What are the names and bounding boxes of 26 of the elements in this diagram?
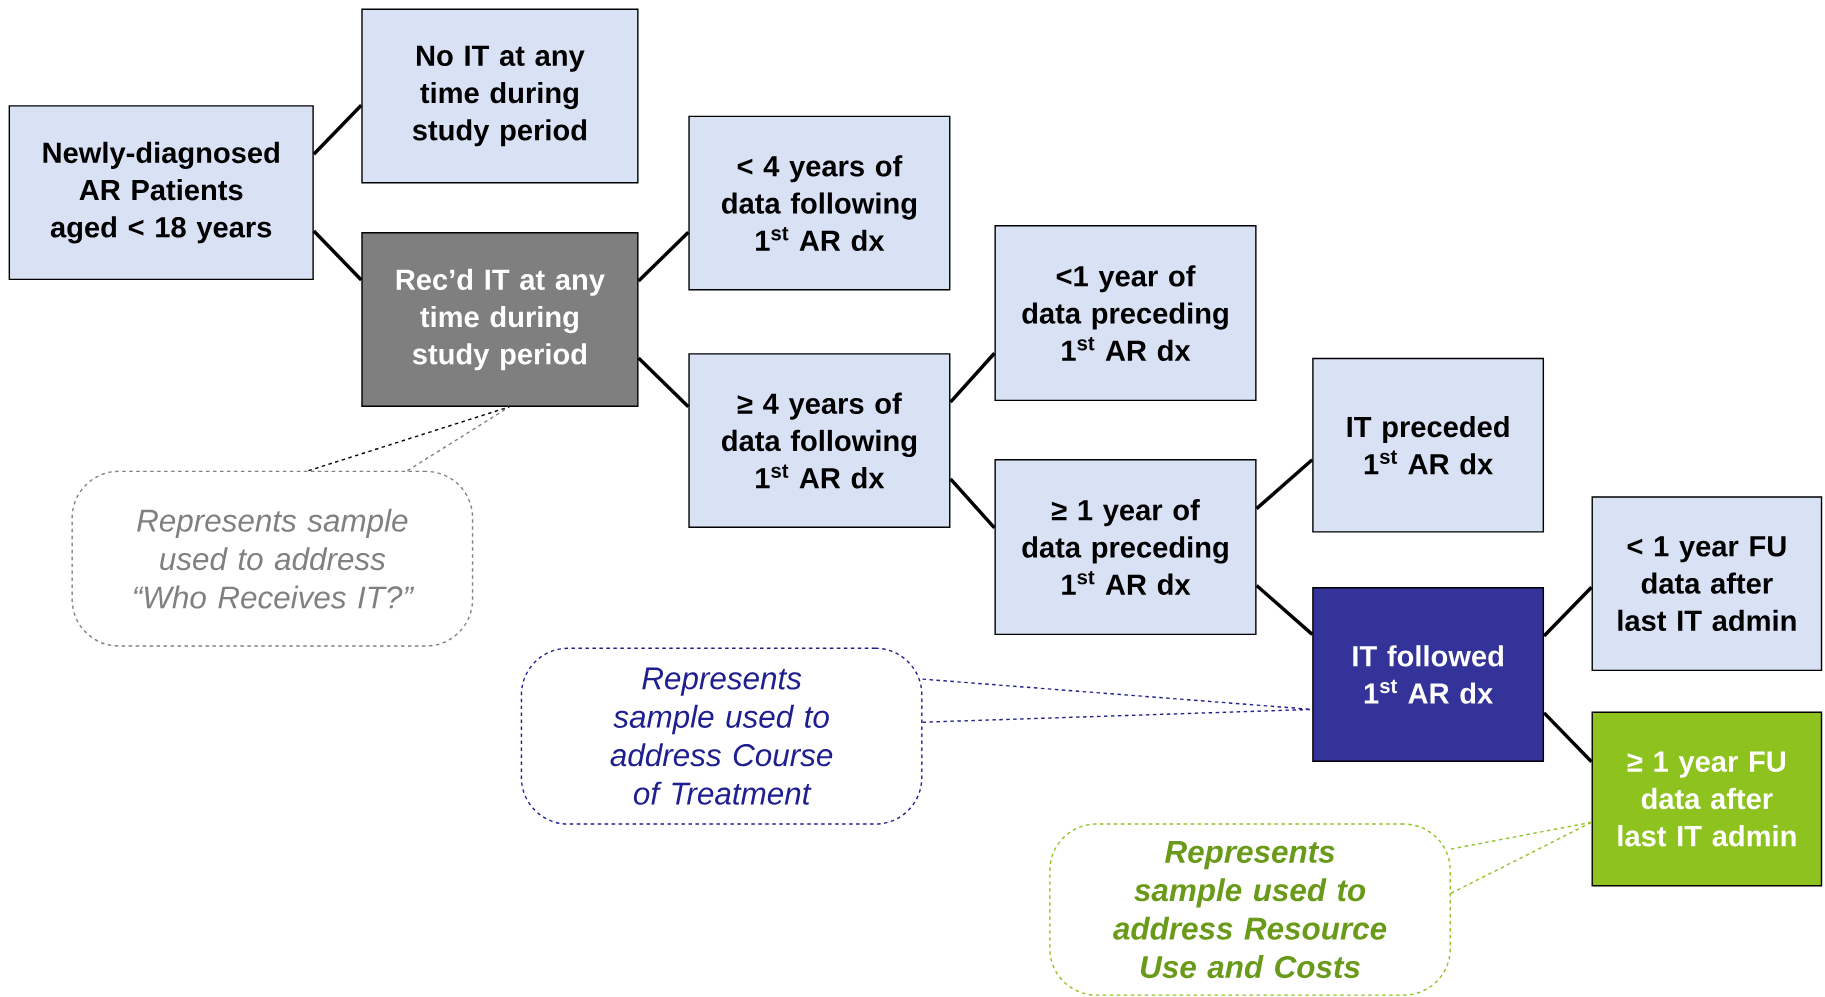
connector-line xyxy=(949,351,996,404)
decision-box: < 4 years of data following 1$^{st}$ AR dx xyxy=(688,115,951,291)
connector-line xyxy=(637,356,690,408)
connector-line xyxy=(637,230,690,283)
leader-line xyxy=(1450,821,1593,850)
decision-box: No IT at any time during study period xyxy=(361,8,639,184)
connector-line xyxy=(949,477,996,529)
decision-box: ≥ 1 year FU data after last IT admin xyxy=(1591,711,1823,887)
connector-line xyxy=(1255,583,1314,636)
decision-box: ≥ 4 years of data following 1$^{st}$ AR dx xyxy=(688,352,951,528)
callout-bubble: Represents sample used to address Resource Use and Costs xyxy=(1049,821,1593,996)
connector-line xyxy=(312,103,363,156)
leader-line xyxy=(307,406,510,472)
decision-box: ≥ 1 year of data preceding 1$^{st}$ AR dx xyxy=(994,458,1257,635)
decision-box: IT preceded 1$^{st}$ AR dx xyxy=(1312,357,1545,533)
decision-box: <1 year of data preceding 1$^{st}$ AR dx xyxy=(994,224,1257,401)
decision-box: IT followed 1$^{st}$ AR dx xyxy=(1312,586,1545,762)
connector-line xyxy=(1542,711,1593,763)
decision-box: < 1 year FU data after last IT admin xyxy=(1591,496,1823,671)
decision-box: Rec’d IT at any time during study period xyxy=(361,231,639,407)
callout-bubble: Represents sample used to address “Who Receives IT?” xyxy=(71,406,510,647)
callout-bubble: Represents sample used to address Course of Treatment xyxy=(520,647,1313,825)
connector-line xyxy=(1542,585,1593,638)
decision-box: Newly-diagnosed AR Patients aged < 18 years xyxy=(8,105,314,280)
connector-line xyxy=(312,229,363,281)
connector-line xyxy=(1255,458,1314,510)
